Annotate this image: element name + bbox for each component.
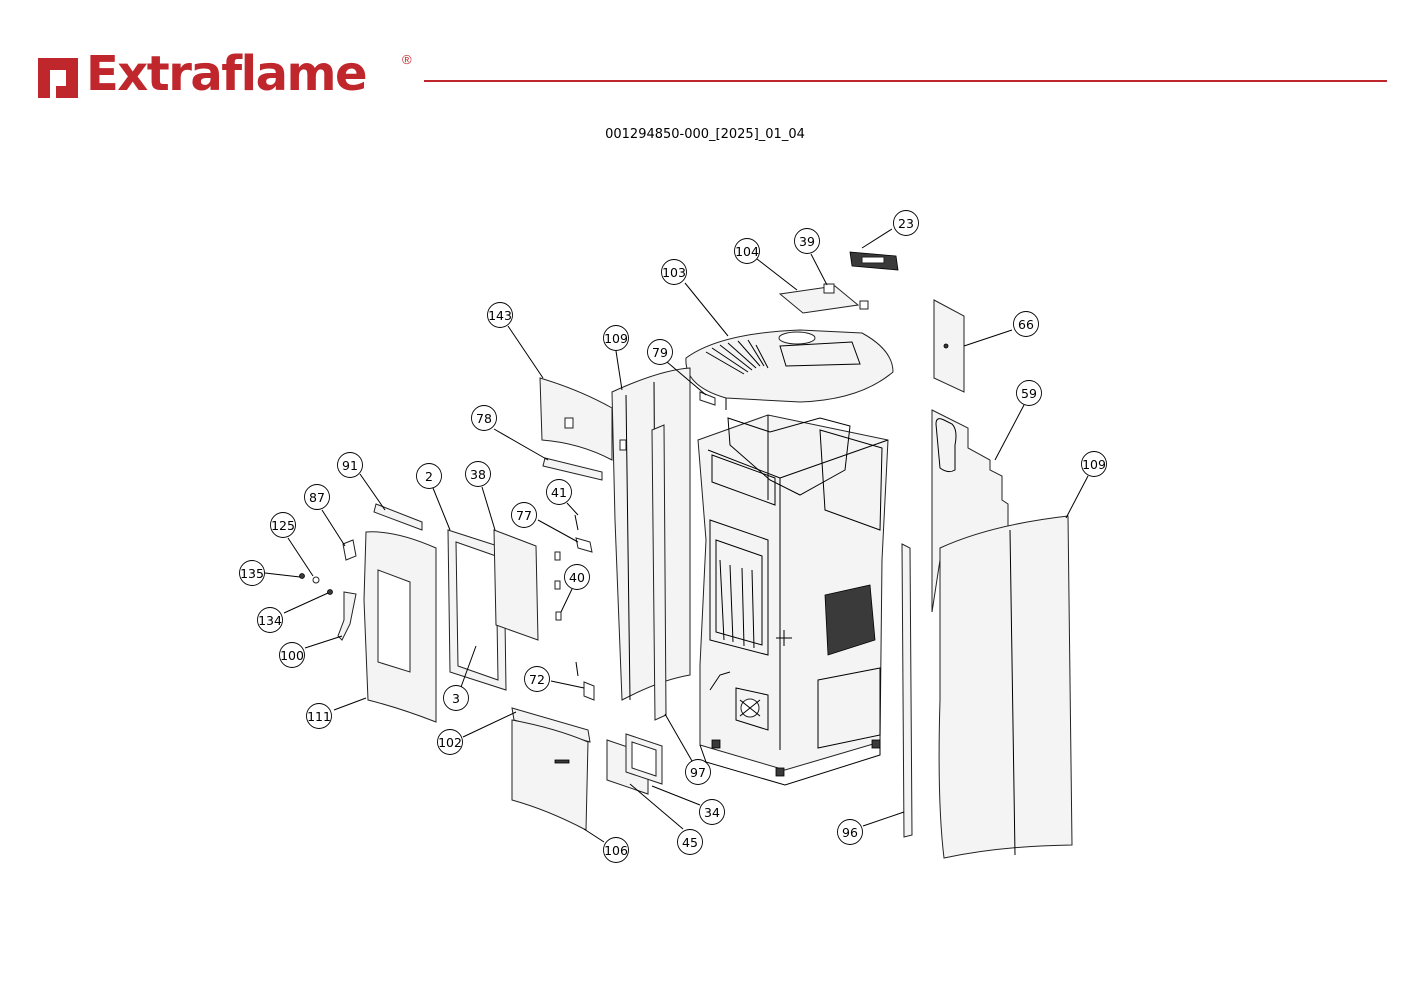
part-109-right-side-panel xyxy=(938,515,1073,859)
svg-text:91: 91 xyxy=(342,458,358,473)
svg-text:23: 23 xyxy=(898,216,914,231)
callout: 87 xyxy=(304,484,330,510)
svg-text:3: 3 xyxy=(452,691,460,706)
callout: 41 xyxy=(546,479,572,505)
svg-text:66: 66 xyxy=(1018,317,1034,332)
svg-text:39: 39 xyxy=(799,234,815,249)
callout: 77 xyxy=(511,502,537,528)
callout: 143 xyxy=(487,302,513,328)
svg-text:41: 41 xyxy=(551,485,567,500)
brand-logo-icon xyxy=(38,58,78,98)
part-109-left-side-panel xyxy=(611,367,691,701)
svg-text:104: 104 xyxy=(735,244,759,259)
svg-text:96: 96 xyxy=(842,825,858,840)
svg-text:134: 134 xyxy=(258,613,282,628)
callout: 3 xyxy=(443,685,469,711)
registered-mark: ® xyxy=(402,52,412,67)
callout: 34 xyxy=(699,799,725,825)
svg-text:106: 106 xyxy=(604,843,628,858)
svg-text:78: 78 xyxy=(476,411,492,426)
svg-text:34: 34 xyxy=(704,805,720,820)
callout: 103 xyxy=(661,259,687,285)
svg-text:2: 2 xyxy=(425,469,433,484)
callout: 106 xyxy=(603,837,629,863)
callout: 45 xyxy=(677,829,703,855)
part-100-lever xyxy=(337,591,357,641)
header: Extraflame ® xyxy=(0,0,1410,120)
callout: 109 xyxy=(603,325,629,351)
svg-text:38: 38 xyxy=(470,467,486,482)
part-78-bar xyxy=(542,457,603,481)
part-72-clip xyxy=(583,681,595,701)
callout: 109 xyxy=(1081,451,1107,477)
part-87-hinge xyxy=(342,539,357,561)
svg-text:135: 135 xyxy=(240,566,264,581)
part-79-bracket xyxy=(699,391,716,406)
svg-text:77: 77 xyxy=(516,508,532,523)
callout: 72 xyxy=(524,666,550,692)
svg-text:40: 40 xyxy=(569,570,585,585)
callout: 135 xyxy=(239,560,265,586)
callout: 100 xyxy=(279,642,305,668)
svg-text:111: 111 xyxy=(307,709,331,724)
svg-text:102: 102 xyxy=(438,735,462,750)
callout: 111 xyxy=(306,703,332,729)
stove-body xyxy=(697,414,889,786)
part-77-clip xyxy=(575,537,593,553)
callout: 66 xyxy=(1013,311,1039,337)
callout: 96 xyxy=(837,819,863,845)
svg-text:103: 103 xyxy=(662,265,686,280)
callout: 91 xyxy=(337,452,363,478)
callout: 125 xyxy=(270,512,296,538)
svg-text:109: 109 xyxy=(1082,457,1106,472)
svg-text:79: 79 xyxy=(652,345,668,360)
part-91-hinge-bar xyxy=(373,503,423,531)
header-rule xyxy=(424,80,1387,82)
part-143-panel xyxy=(539,377,613,461)
svg-text:109: 109 xyxy=(604,331,628,346)
part-66-panel xyxy=(933,299,965,393)
callout: 79 xyxy=(647,339,673,365)
callout: 39 xyxy=(794,228,820,254)
part-102-trim xyxy=(511,707,591,743)
svg-text:59: 59 xyxy=(1021,386,1037,401)
svg-text:100: 100 xyxy=(280,648,304,663)
callout: 23 xyxy=(893,210,919,236)
svg-text:87: 87 xyxy=(309,490,325,505)
svg-text:143: 143 xyxy=(488,308,512,323)
callout: 97 xyxy=(685,759,711,785)
part-38-glass xyxy=(493,529,539,641)
part-97-rail xyxy=(651,424,667,721)
callout: 134 xyxy=(257,607,283,633)
svg-text:97: 97 xyxy=(690,765,706,780)
callout: 40 xyxy=(564,564,590,590)
callout: 59 xyxy=(1016,380,1042,406)
leader-lines xyxy=(264,228,1089,843)
part-104-plate xyxy=(778,285,860,314)
callout: 78 xyxy=(471,405,497,431)
part-96-strip xyxy=(901,543,913,838)
callout: 104 xyxy=(734,238,760,264)
document-number: 001294850-000_[2025]_01_04 xyxy=(605,127,805,142)
svg-text:72: 72 xyxy=(529,672,545,687)
callout: 102 xyxy=(437,729,463,755)
callout: 2 xyxy=(416,463,442,489)
callout: 38 xyxy=(465,461,491,487)
svg-text:45: 45 xyxy=(682,835,698,850)
brand-name: Extraflame xyxy=(86,46,368,102)
svg-text:125: 125 xyxy=(271,518,295,533)
